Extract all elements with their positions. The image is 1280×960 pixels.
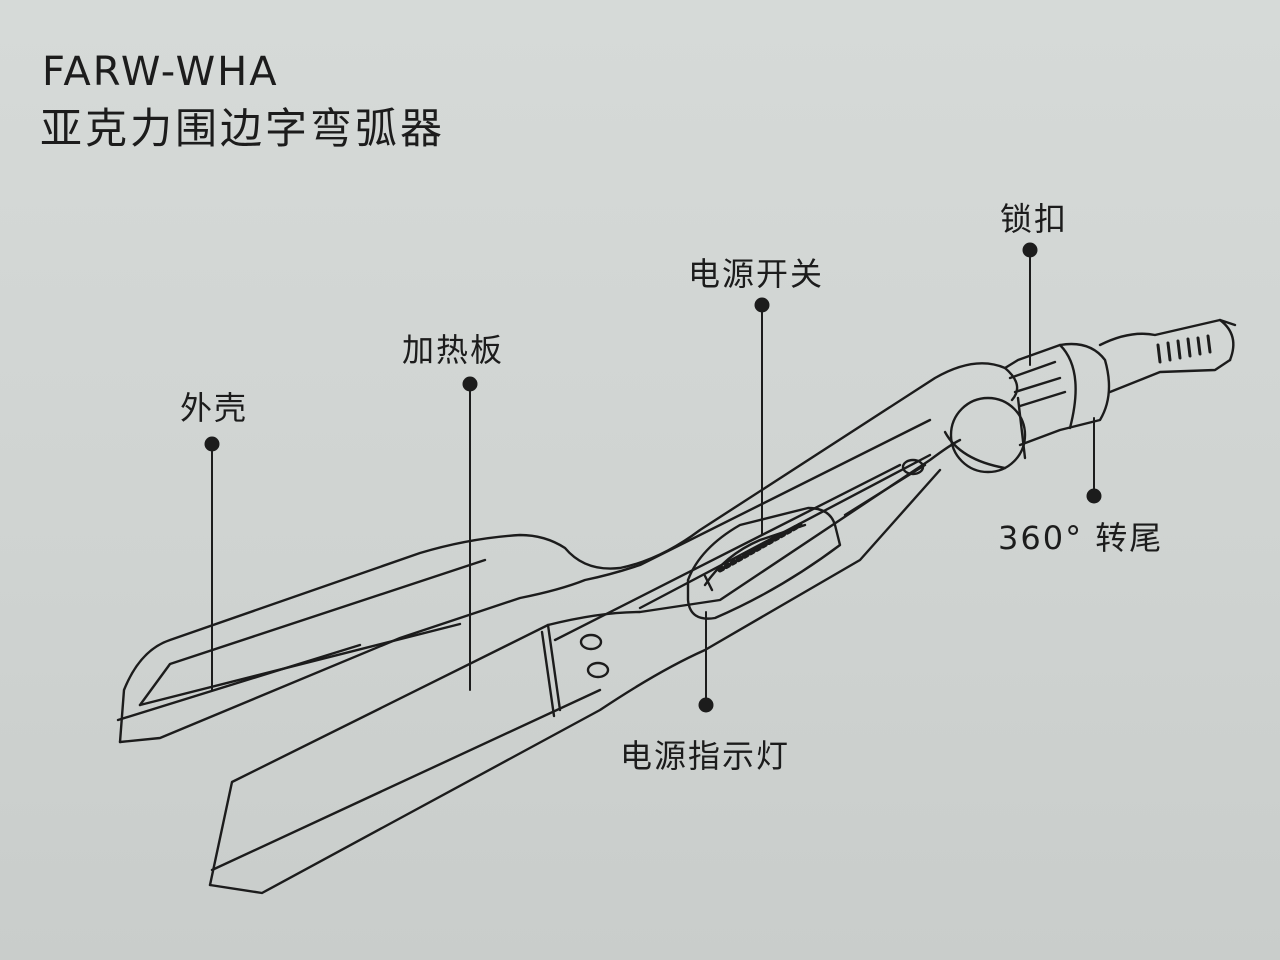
dot-lock xyxy=(1022,242,1038,258)
upper-arm-shell xyxy=(116,362,1019,744)
swivel-tail xyxy=(1003,318,1237,447)
callout-shell: 外壳 xyxy=(180,389,249,427)
dot-power-switch xyxy=(754,297,770,313)
callout-swivel-tail: 360° 转尾 xyxy=(998,519,1164,557)
leader-lines xyxy=(211,251,1095,704)
product-name: 亚克力围边字弯弧器 xyxy=(40,104,446,153)
hinge-pivot xyxy=(943,396,1027,474)
lower-arm-plate xyxy=(208,438,962,895)
callout-power-indicator: 电源指示灯 xyxy=(620,737,791,775)
callout-lock: 锁扣 xyxy=(1000,200,1069,238)
dot-heating-plate xyxy=(462,376,478,392)
callout-power-switch: 电源开关 xyxy=(688,255,825,293)
dot-power-indicator xyxy=(698,697,714,713)
power-switch-body xyxy=(686,506,842,620)
callout-heating-plate: 加热板 xyxy=(402,331,505,369)
dot-shell xyxy=(204,436,220,452)
callout-dots xyxy=(204,242,1102,713)
model-title: FARW-WHA xyxy=(42,49,279,95)
dot-swivel-tail xyxy=(1086,488,1102,504)
